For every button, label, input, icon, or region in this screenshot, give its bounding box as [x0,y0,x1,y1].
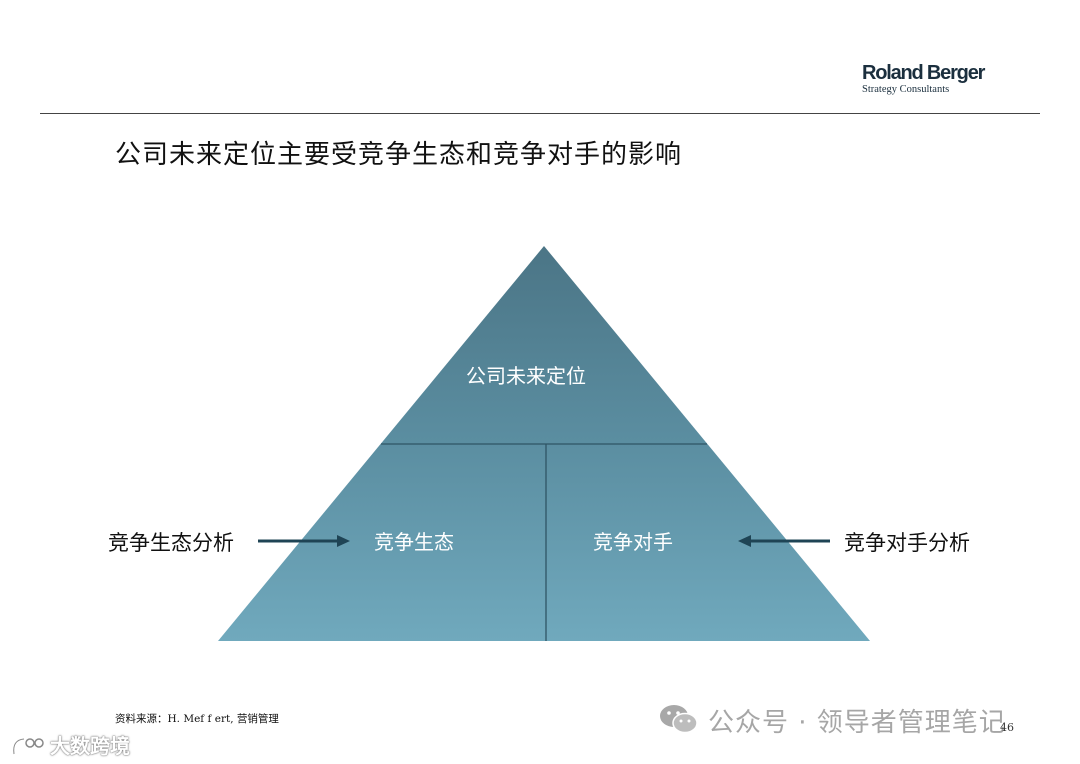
logo-subtitle: Strategy Consultants [862,84,950,95]
header-divider [40,113,1040,114]
watermark-left-text: 大数跨境 [50,734,130,758]
pyramid-top-label: 公司未来定位 [466,364,586,388]
left-side-label: 竞争生态分析 [108,531,234,555]
watermark-logo-icon [12,737,44,755]
page-number: 46 [1000,721,1014,734]
wechat-icon [660,705,698,734]
left-arrow [258,535,350,547]
logo-name: Roland Berger [862,62,985,84]
source-note: 资料来源：H. Mef f ert, 营销管理 [115,713,279,725]
pyramid-bottom-left-label: 竞争生态 [374,530,454,554]
pyramid-bottom-right-label: 竞争对手 [593,530,673,554]
right-side-label: 竞争对手分析 [844,531,970,555]
right-arrow [738,535,830,547]
watermark-right-text: 公众号 · 领导者管理笔记 [708,708,1006,738]
page-title: 公司未来定位主要受竞争生态和竞争对手的影响 [115,140,683,170]
roland-berger-logo: Roland Berger Strategy Consultants [862,62,985,96]
